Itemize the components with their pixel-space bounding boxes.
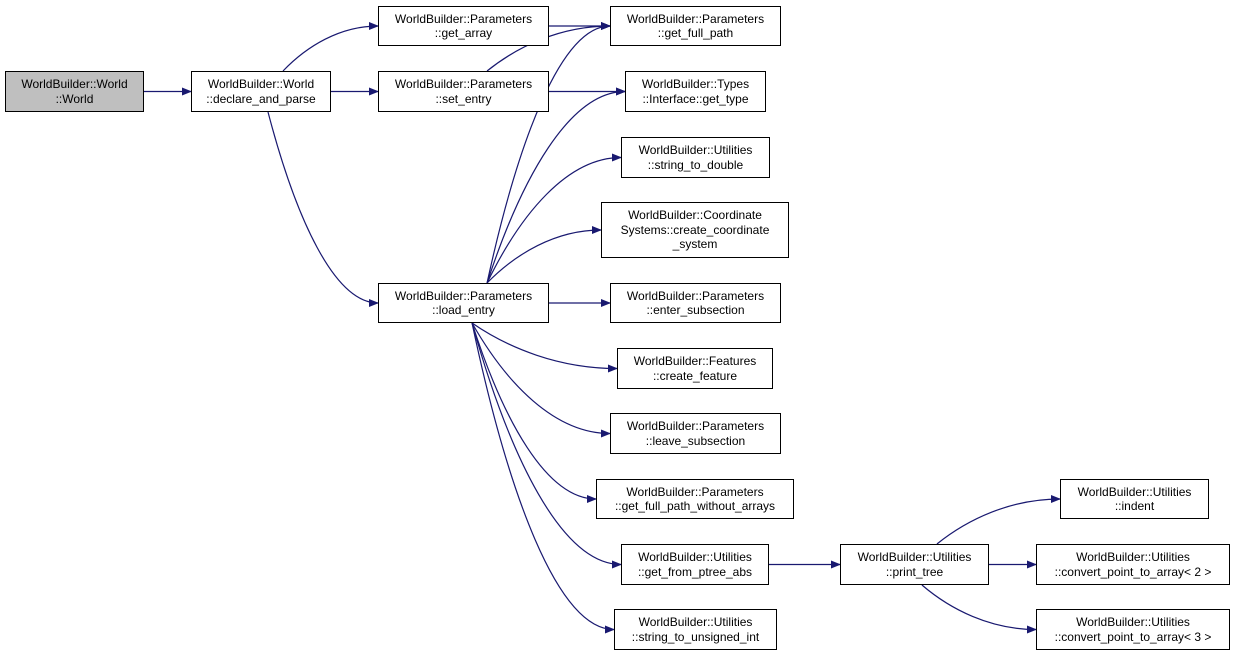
edge-load_entry-to-create_feature (471, 322, 618, 373)
node-create-coordinate-system[interactable]: WorldBuilder::Coordinate Systems::create… (601, 202, 789, 258)
node-label: WorldBuilder::Parameters ::leave_subsect… (626, 419, 765, 448)
node-label: WorldBuilder::Features ::create_feature (633, 354, 757, 383)
node-label: WorldBuilder::Coordinate Systems::create… (620, 208, 770, 252)
node-label: WorldBuilder::Utilities ::print_tree (857, 550, 972, 579)
node-label: WorldBuilder::Parameters ::set_entry (394, 77, 533, 106)
node-label: WorldBuilder::World ::World (21, 77, 128, 106)
node-label: WorldBuilder::Parameters ::get_full_path (626, 11, 765, 41)
edge-declare_and_parse-to-load_entry (267, 111, 379, 307)
node-string-to-unsigned-int[interactable]: WorldBuilder::Utilities ::string_to_unsi… (614, 609, 777, 650)
node-set-entry[interactable]: WorldBuilder::Parameters ::set_entry (378, 71, 549, 112)
edge-load_entry-to-get_type (486, 87, 626, 284)
edge-load_entry-to-string_to_unsigned_int (471, 322, 615, 634)
edge-load_entry-to-get_full_path_without_arrays (471, 322, 597, 503)
edge-declare_and_parse-to-get_array (282, 22, 379, 72)
node-get-full-path[interactable]: WorldBuilder::Parameters ::get_full_path (610, 6, 781, 46)
node-get-type[interactable]: WorldBuilder::Types ::Interface::get_typ… (625, 71, 766, 112)
node-load-entry[interactable]: WorldBuilder::Parameters ::load_entry (378, 283, 549, 323)
node-label: WorldBuilder::Parameters ::get_array (394, 11, 533, 41)
node-label: WorldBuilder::Types ::Interface::get_typ… (641, 77, 750, 106)
edge-load_entry-to-string_to_double (486, 153, 622, 284)
node-label: WorldBuilder::World ::declare_and_parse (206, 77, 316, 106)
node-label: WorldBuilder::Utilities ::get_from_ptree… (637, 550, 753, 579)
edge-load_entry-to-get_full_path (486, 22, 611, 284)
node-label: WorldBuilder::Utilities ::convert_point_… (1054, 615, 1212, 644)
node-string-to-double[interactable]: WorldBuilder::Utilities ::string_to_doub… (621, 137, 770, 178)
node-world[interactable]: WorldBuilder::World ::World (5, 71, 144, 112)
node-print-tree[interactable]: WorldBuilder::Utilities ::print_tree (840, 544, 989, 585)
node-convert-point-to-array-3[interactable]: WorldBuilder::Utilities ::convert_point_… (1036, 609, 1230, 650)
edge-print_tree-to-convert_point_to_array_3 (921, 584, 1037, 634)
node-label: WorldBuilder::Utilities ::indent (1077, 484, 1192, 514)
node-get-from-ptree-abs[interactable]: WorldBuilder::Utilities ::get_from_ptree… (621, 544, 769, 585)
node-label: WorldBuilder::Parameters ::get_full_path… (614, 484, 776, 514)
node-label: WorldBuilder::Utilities ::string_to_unsi… (631, 615, 760, 644)
node-label: WorldBuilder::Parameters ::load_entry (394, 288, 533, 318)
node-get-array[interactable]: WorldBuilder::Parameters ::get_array (378, 6, 549, 46)
node-label: WorldBuilder::Parameters ::enter_subsect… (626, 288, 765, 318)
node-declare-and-parse[interactable]: WorldBuilder::World ::declare_and_parse (191, 71, 331, 112)
node-indent[interactable]: WorldBuilder::Utilities ::indent (1060, 479, 1209, 519)
node-convert-point-to-array-2[interactable]: WorldBuilder::Utilities ::convert_point_… (1036, 544, 1230, 585)
node-label: WorldBuilder::Utilities ::convert_point_… (1054, 550, 1212, 579)
node-leave-subsection[interactable]: WorldBuilder::Parameters ::leave_subsect… (610, 413, 781, 454)
edge-print_tree-to-indent (936, 495, 1061, 545)
edge-load_entry-to-get_from_ptree_abs (471, 322, 622, 569)
node-label: WorldBuilder::Utilities ::string_to_doub… (638, 143, 753, 172)
edge-load_entry-to-leave_subsection (471, 322, 611, 438)
node-get-full-path-without-arrays[interactable]: WorldBuilder::Parameters ::get_full_path… (596, 479, 794, 519)
edge-load_entry-to-create_coordinate_system (486, 226, 602, 284)
node-create-feature[interactable]: WorldBuilder::Features ::create_feature (617, 348, 773, 389)
node-enter-subsection[interactable]: WorldBuilder::Parameters ::enter_subsect… (610, 283, 781, 323)
